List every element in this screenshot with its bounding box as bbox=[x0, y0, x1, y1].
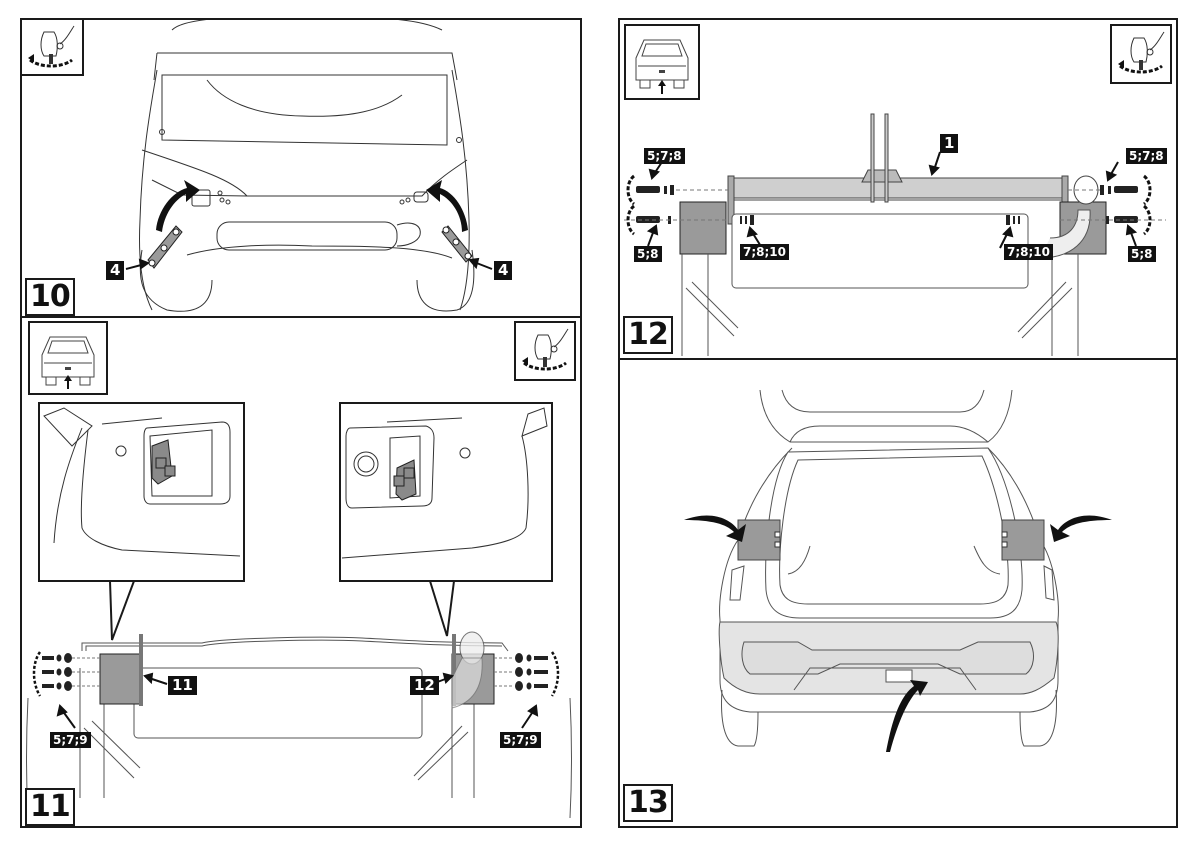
tow-hook-cutout bbox=[885, 669, 913, 683]
installation-arrows bbox=[684, 515, 1112, 752]
torque-wrench-icon bbox=[1110, 24, 1172, 84]
callout-4-left: 4 bbox=[106, 261, 125, 280]
callout-11: 11 bbox=[168, 676, 197, 695]
callout-5-8-left: 5;8 bbox=[634, 246, 662, 262]
callout-5-7-9-right: 5;7;9 bbox=[500, 732, 541, 748]
car-rear-view-icon bbox=[624, 24, 700, 100]
step-12-illustration bbox=[624, 113, 1166, 356]
step-number-11: 11 bbox=[25, 788, 75, 826]
step-number-13: 13 bbox=[623, 784, 673, 822]
step-13-panel: 13 bbox=[618, 358, 1178, 828]
callout-12: 12 bbox=[410, 676, 439, 695]
left-bracket bbox=[99, 653, 143, 705]
step-10-panel: 4 4 10 bbox=[20, 18, 582, 318]
step-13-illustration bbox=[684, 389, 1112, 752]
callout-4-right: 4 bbox=[494, 261, 513, 280]
right-tail-light-area bbox=[1001, 519, 1045, 561]
callout-5-7-9-left: 5;7;9 bbox=[50, 732, 91, 748]
step-number-12: 12 bbox=[623, 316, 673, 354]
torque-wrench-icon bbox=[22, 20, 84, 76]
callout-7-8-10-right: 7;8;10 bbox=[1004, 244, 1053, 260]
step-10-illustration bbox=[125, 20, 493, 312]
step-11-illustration bbox=[26, 402, 572, 819]
step-11-panel: 5;7;9 11 12 5;7;9 11 bbox=[20, 316, 582, 828]
callout-7-8-10-left: 7;8;10 bbox=[740, 244, 789, 260]
callout-5-7-8-left: 5;7;8 bbox=[644, 148, 685, 164]
callout-5-8-right: 5;8 bbox=[1128, 246, 1156, 262]
right-detail-box bbox=[339, 402, 553, 582]
callout-5-7-8-right: 5;7;8 bbox=[1126, 148, 1167, 164]
car-rear-view-icon bbox=[28, 321, 108, 395]
left-bracket bbox=[679, 201, 727, 255]
callout-1: 1 bbox=[940, 134, 959, 153]
insert-arrows bbox=[156, 180, 468, 232]
step-number-10: 10 bbox=[25, 278, 75, 316]
torque-wrench-icon bbox=[514, 321, 576, 381]
step-12-panel: 1 5;7;8 5;8 7;8;10 7;8;10 5;7;8 5;8 12 bbox=[618, 18, 1178, 360]
